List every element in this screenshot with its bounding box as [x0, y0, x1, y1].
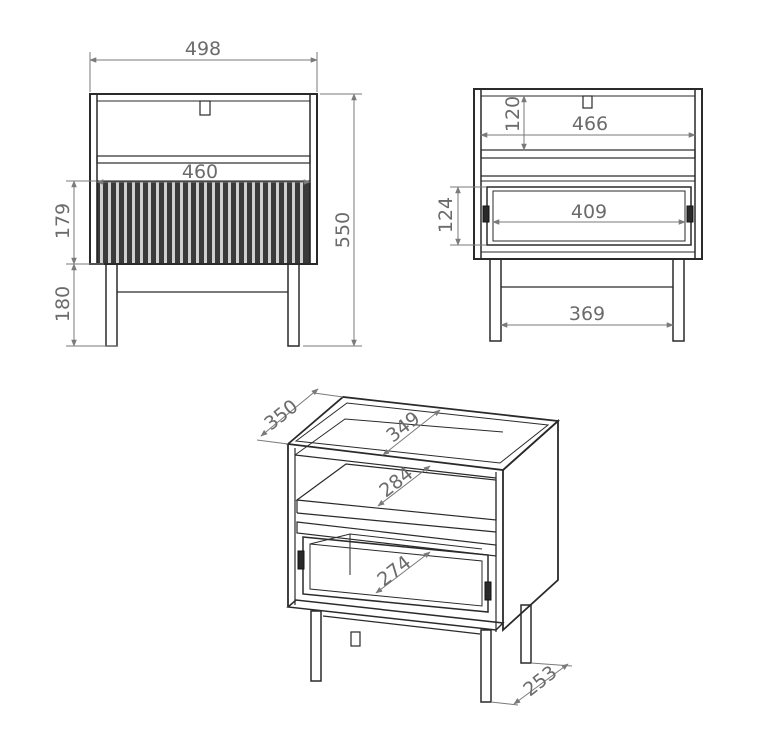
leg-front-right — [287, 263, 300, 347]
fluted-drawer-front — [96, 180, 311, 265]
dim-drawer-width: 409 — [571, 201, 607, 223]
iso-leg — [480, 629, 492, 703]
dim-width: 498 — [185, 38, 221, 60]
dim-drawer-height: 179 — [52, 203, 74, 239]
dim-back-drawer-height: 124 — [435, 197, 457, 233]
iso-leg — [520, 604, 532, 664]
runner-icon — [482, 205, 490, 223]
lock-icon — [199, 100, 211, 116]
lock-icon — [582, 95, 593, 109]
iso-drawer — [302, 536, 489, 613]
dim-height: 550 — [332, 212, 354, 248]
iso-leg — [310, 610, 322, 682]
dim-leg-span: 369 — [569, 303, 605, 325]
iso-leg — [350, 631, 361, 647]
dim-inner-width: 460 — [182, 161, 218, 183]
dim-back-inner-width: 466 — [572, 113, 608, 135]
leg-front-left — [105, 263, 118, 347]
dim-top-depth: 349 — [382, 407, 424, 447]
isometric-view: 350 349 284 274 253 — [256, 388, 573, 706]
dim-drawer-depth: 274 — [373, 551, 415, 591]
dim-leg-height: 180 — [52, 286, 74, 322]
runner-icon — [686, 205, 694, 223]
leg-back-left — [489, 258, 502, 342]
front-view: 498 460 550 179 180 — [52, 38, 362, 347]
dim-shelf-height: 120 — [502, 96, 524, 132]
runner-icon — [297, 550, 305, 570]
back-view: 120 466 124 409 369 — [435, 88, 703, 342]
dim-depth: 350 — [260, 395, 302, 435]
leg-back-right — [672, 258, 685, 342]
runner-icon — [484, 581, 492, 601]
